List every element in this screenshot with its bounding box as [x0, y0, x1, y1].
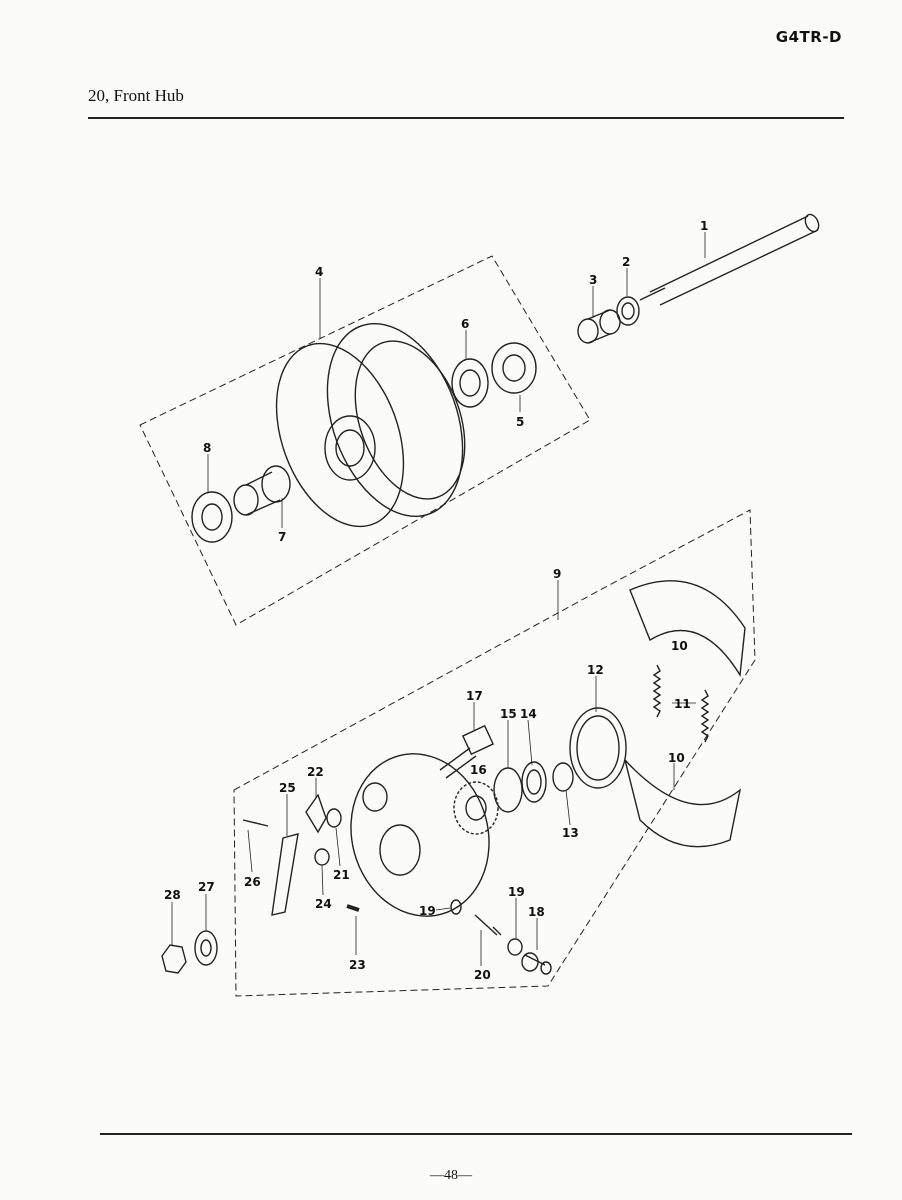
callout-12: 12	[587, 663, 604, 677]
callout-6: 6	[461, 317, 469, 331]
callout-3: 3	[589, 273, 597, 287]
callout-18: 18	[528, 905, 545, 919]
callout-4: 4	[315, 265, 323, 279]
callout-9: 9	[553, 567, 561, 581]
gear-part-16	[453, 781, 499, 835]
callout-27: 27	[198, 880, 215, 894]
callout-26: 26	[244, 875, 261, 889]
callout-11: 11	[674, 697, 691, 711]
callout-13: 13	[562, 826, 579, 840]
callout-16: 16	[470, 763, 487, 777]
arm-part-25	[271, 833, 299, 916]
callout-7: 7	[278, 530, 286, 544]
bearing-part-5	[491, 342, 537, 394]
washer-part-2	[616, 296, 640, 326]
washer-part-19b	[507, 938, 523, 956]
washer-part-19a	[450, 899, 462, 915]
callout-17: 17	[466, 689, 483, 703]
nut-part-24	[314, 848, 330, 866]
brake-panel-part	[350, 753, 490, 917]
cam-part-18	[521, 952, 552, 975]
spring-part-a	[652, 664, 662, 718]
callout-labels: 1 2 3 4 5 6 7 8 9 10 10 11 12 13 14 15 1…	[164, 219, 708, 982]
hub-part	[275, 322, 466, 528]
callout-5: 5	[516, 415, 524, 429]
callout-21: 21	[333, 868, 350, 882]
callout-14: 14	[520, 707, 537, 721]
callout-23: 23	[349, 958, 366, 972]
page-number: —48—	[430, 1168, 472, 1183]
model-code: G4TR-D	[775, 28, 842, 46]
callout-1: 1	[700, 219, 708, 233]
callout-10-lower: 10	[668, 751, 685, 765]
pin-part-23	[346, 904, 360, 912]
callout-8: 8	[203, 441, 211, 455]
callout-24: 24	[315, 897, 332, 911]
bearing-part-6	[451, 358, 489, 408]
callout-2: 2	[622, 255, 630, 269]
bolt-part-20	[474, 914, 502, 936]
washer-part-21	[326, 808, 342, 828]
seal-part-12	[569, 707, 627, 789]
callout-10-upper: 10	[671, 639, 688, 653]
axle-part	[639, 213, 820, 306]
nut-part-28	[161, 944, 187, 974]
brake-shoe-lower	[624, 759, 742, 848]
brake-panel-group-outline	[233, 509, 756, 997]
washer-part-27	[194, 930, 218, 966]
section-title: 20, Front Hub	[88, 86, 184, 105]
bottom-rule	[100, 1133, 852, 1135]
callout-28: 28	[164, 888, 181, 902]
top-rule	[88, 117, 844, 119]
collar-part-7	[233, 465, 291, 516]
callout-22: 22	[307, 765, 324, 779]
callout-15: 15	[500, 707, 517, 721]
spring-part-b	[700, 689, 710, 743]
washer-part-14	[521, 761, 547, 803]
plate-part-22	[305, 793, 327, 834]
shaft-part-17	[439, 724, 495, 779]
callout-19-right: 19	[508, 885, 525, 899]
callout-19-left: 19	[419, 904, 436, 918]
callout-20: 20	[474, 968, 491, 982]
brake-shoe-upper	[629, 580, 746, 678]
callout-25: 25	[279, 781, 296, 795]
bearing-part-8	[191, 491, 233, 543]
spacer-part-3	[577, 309, 621, 344]
bolt-part-26	[242, 819, 269, 827]
circlip-part-13	[552, 762, 574, 792]
